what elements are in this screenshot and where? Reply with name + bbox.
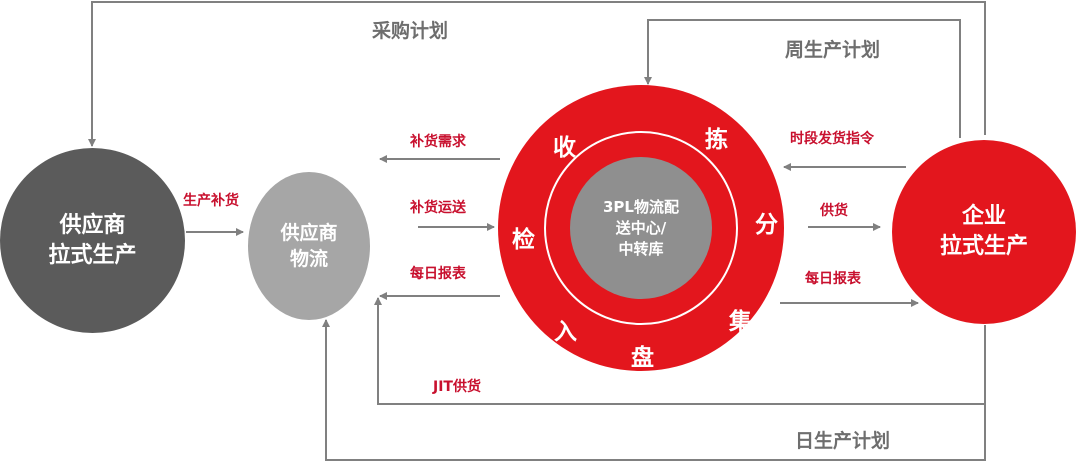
daily-report-left-label: 每日报表 [410,266,466,282]
warehouse-ring-inner-line [544,131,738,325]
supply-label: 供货 [820,203,848,219]
supplier-pull-production-node: 供应商 拉式生产 [0,148,185,333]
enterprise-line1: 企业 [961,204,1006,229]
supplier-logistics-node: 供应商 物流 [248,172,370,320]
ring-step-sort: 分 [755,212,778,238]
supplier-logistics-line2: 物流 [289,248,328,270]
replenish-demand-label: 补货需求 [410,134,466,150]
daily-plan-label: 日生产计划 [795,430,891,452]
ring-step-store: 入 [554,319,577,345]
warehouse-core [570,157,712,299]
center-line3: 中转库 [618,239,664,258]
time-slot-dispatch-label: 时段发货指令 [790,131,874,147]
supplier-logistics-line1: 供应商 [280,222,338,244]
ring-step-pick: 拣 [705,127,728,153]
purchase-plan-label: 采购计划 [372,20,449,42]
replenish-delivery-label: 补货运送 [410,200,466,216]
ring-step-gather: 集 [729,309,752,335]
ring-step-count: 盘 [631,345,654,371]
weekly-plan-label: 周生产计划 [785,39,881,61]
enterprise-line2: 拉式生产 [939,234,1028,259]
supplier-pull-line2: 拉式生产 [48,242,137,268]
jit-supply-label: JIT供货 [433,379,481,395]
production-replenish-label: 生产补货 [183,193,239,209]
daily-report-right-label: 每日报表 [805,271,861,287]
jit-supply-line [374,297,986,405]
enterprise-pull-production-node: 企业 拉式生产 [892,140,1076,324]
center-line1: 3PL物流配 [603,197,679,216]
supplier-pull-line1: 供应商 [59,212,126,238]
ring-step-receive: 收 [553,135,576,161]
center-line2: 送中心/ [615,218,667,237]
tpl-center-label: 3PL物流配 送中心/ 中转库 [580,170,702,286]
weekly-plan-line [644,19,961,138]
purchase-plan-line [88,1,986,147]
ring-step-inspect: 检 [512,227,535,253]
